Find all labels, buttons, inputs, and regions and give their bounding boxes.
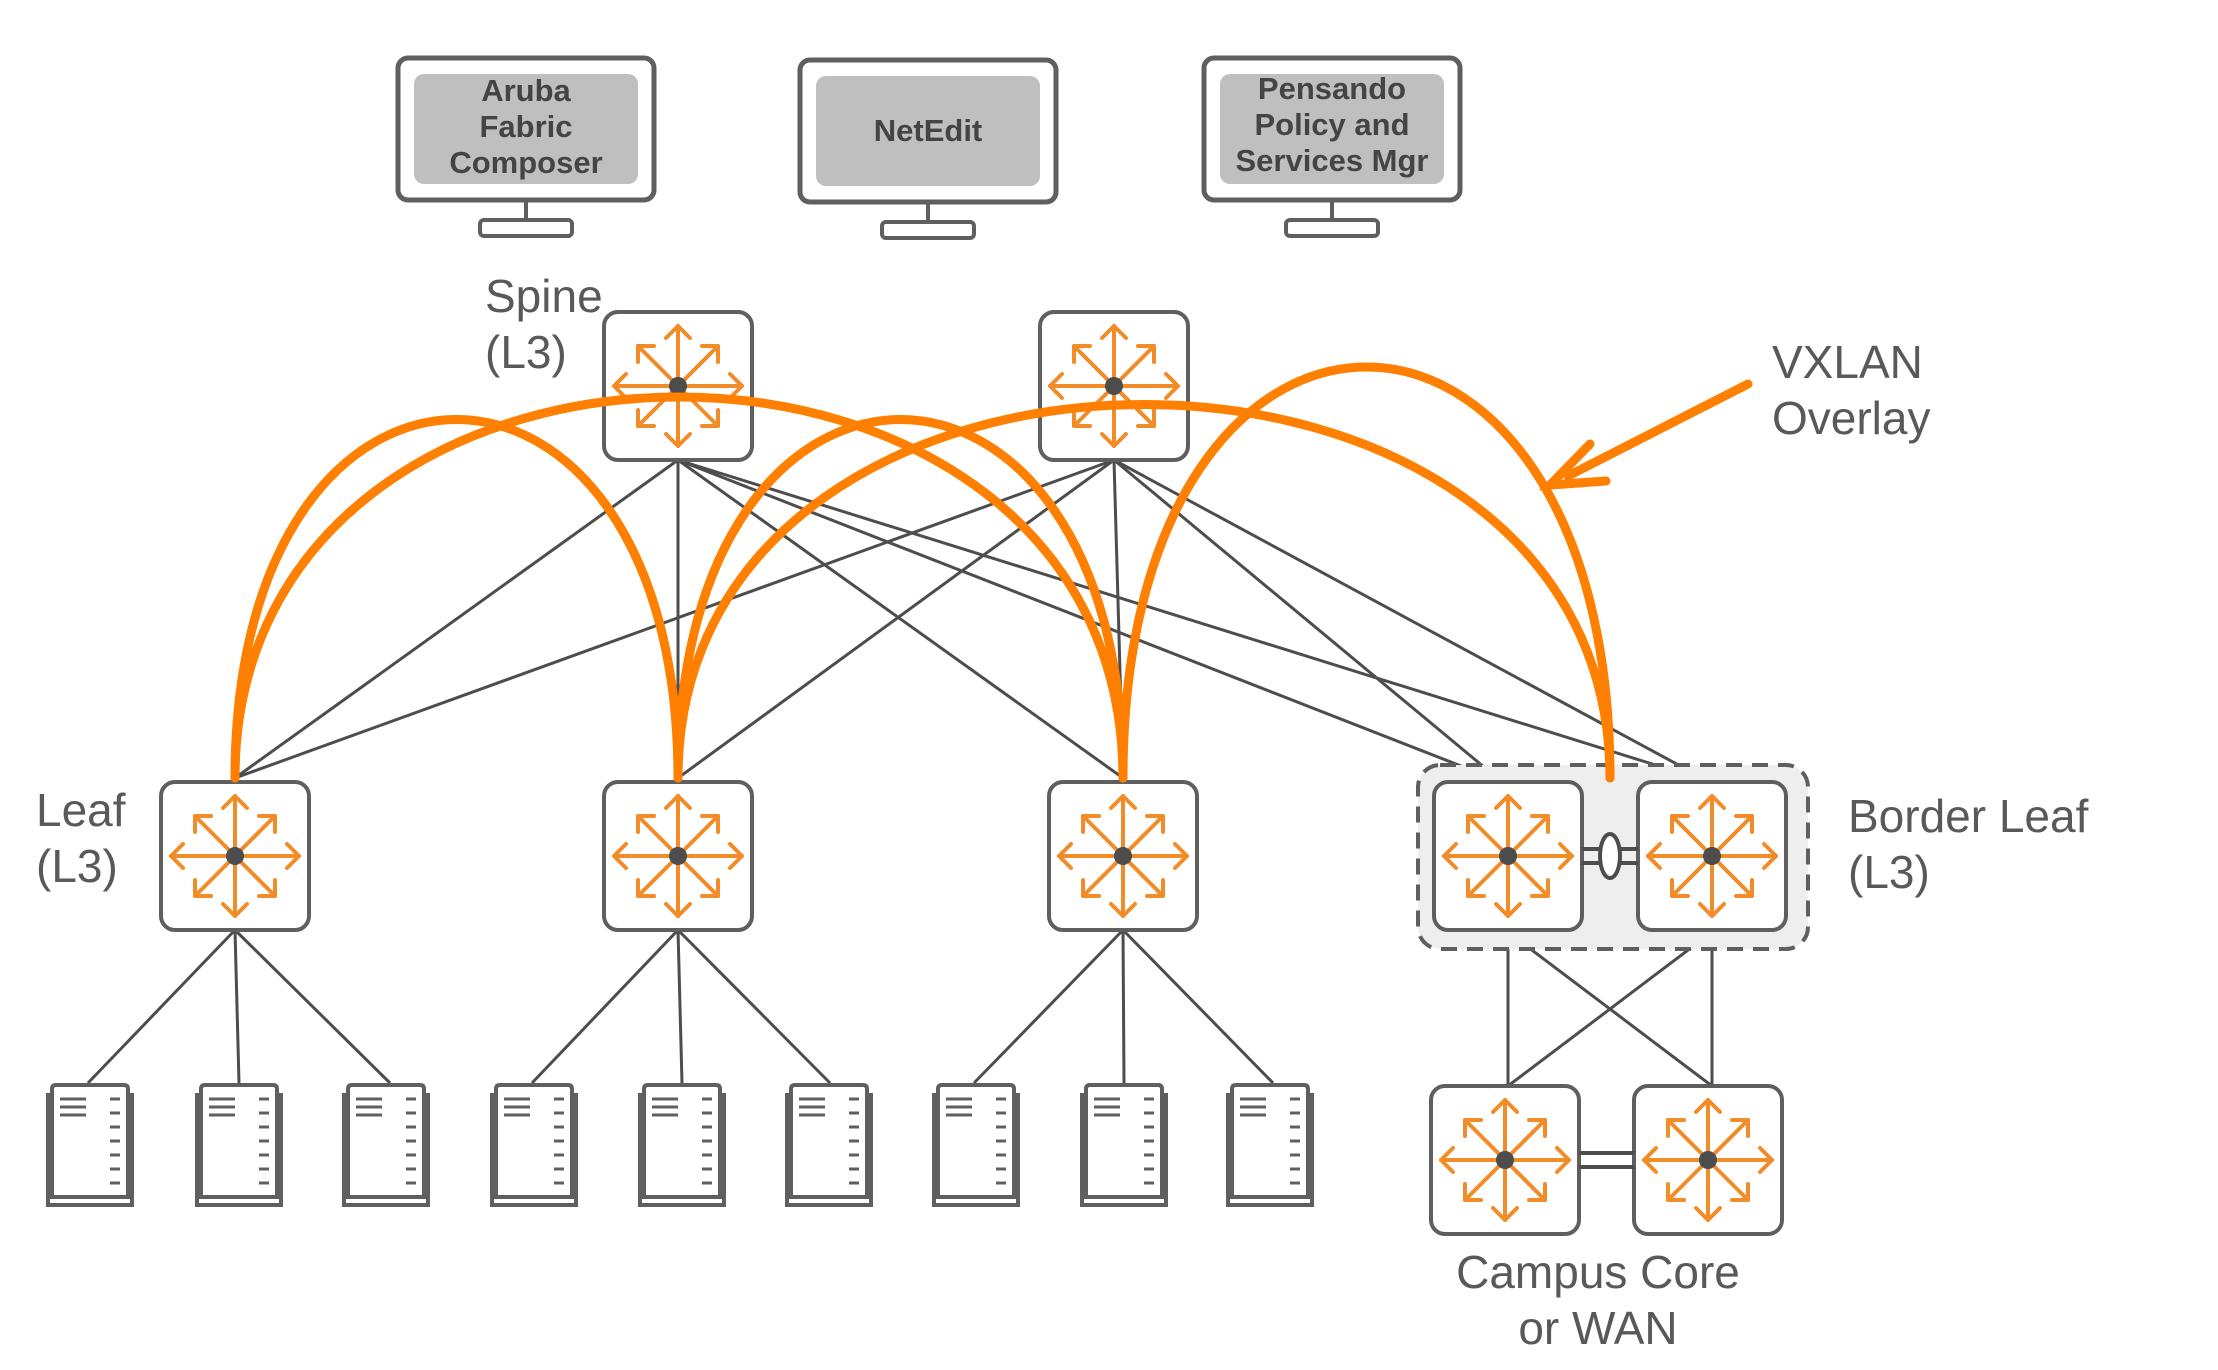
border-leaf-switch-2 bbox=[1638, 782, 1786, 930]
monitor-netedit: NetEdit bbox=[800, 60, 1056, 238]
monitor-label-line: Policy and bbox=[1254, 107, 1409, 142]
monitor-aruba-fabric-composer: Aruba Fabric Composer bbox=[398, 58, 654, 236]
spine-label: Spine (L3) bbox=[485, 270, 603, 378]
spine-switch-2 bbox=[1040, 312, 1188, 460]
monitor-pensando-policy-services-mgr: Pensando Policy and Services Mgr bbox=[1204, 58, 1460, 236]
spine-switch-1 bbox=[604, 312, 752, 460]
server-icon bbox=[490, 1083, 578, 1207]
monitor-icon bbox=[800, 60, 1056, 238]
spine-label-line: (L3) bbox=[485, 326, 567, 378]
leaf-label-line: (L3) bbox=[36, 840, 118, 892]
border-leaf-label-line: Border Leaf bbox=[1848, 790, 2089, 842]
campus-label-line: Campus Core bbox=[1456, 1246, 1740, 1298]
vxlan-overlay-label: VXLAN Overlay bbox=[1772, 336, 1930, 444]
vxlan-label-line: VXLAN bbox=[1772, 336, 1923, 388]
leaf-label: Leaf (L3) bbox=[36, 784, 126, 892]
server-icon bbox=[1080, 1083, 1168, 1207]
monitor-label-line: Pensando bbox=[1258, 71, 1406, 106]
servers bbox=[46, 1083, 1314, 1207]
monitor-label-line: Composer bbox=[449, 145, 602, 180]
monitor-label-line: Fabric bbox=[479, 109, 572, 144]
campus-core-switch-2 bbox=[1634, 1086, 1782, 1234]
campus-core-switch-1 bbox=[1431, 1086, 1579, 1234]
border-leaf-label: Border Leaf (L3) bbox=[1848, 790, 2089, 898]
leaf-switch-2 bbox=[604, 782, 752, 930]
monitor-label-line: Aruba bbox=[481, 73, 571, 108]
campus-label-line: or WAN bbox=[1518, 1302, 1677, 1354]
border-leaf-switch-1 bbox=[1434, 782, 1582, 930]
leaf-switch-3 bbox=[1049, 782, 1197, 930]
leaf-switch-1 bbox=[161, 782, 309, 930]
server-icon bbox=[46, 1083, 134, 1207]
server-icon bbox=[1226, 1083, 1314, 1207]
monitor-label-line: NetEdit bbox=[874, 113, 983, 148]
campus-core-label: Campus Core or WAN bbox=[1456, 1246, 1740, 1354]
spine-label-line: Spine bbox=[485, 270, 603, 322]
vxlan-label-line: Overlay bbox=[1772, 392, 1930, 444]
monitor-label-line: Services Mgr bbox=[1236, 143, 1429, 178]
border-leaf-label-line: (L3) bbox=[1848, 846, 1930, 898]
campus-core-link bbox=[1579, 1151, 1634, 1169]
server-icon bbox=[932, 1083, 1020, 1207]
server-icon bbox=[342, 1083, 430, 1207]
vxlan-overlay-arcs bbox=[230, 362, 1753, 783]
server-icon bbox=[785, 1083, 873, 1207]
server-icon bbox=[638, 1083, 726, 1207]
leaf-label-line: Leaf bbox=[36, 784, 126, 836]
lag-oval-icon bbox=[1582, 832, 1638, 880]
underlay-links bbox=[86, 458, 1714, 1088]
server-icon bbox=[195, 1083, 283, 1207]
